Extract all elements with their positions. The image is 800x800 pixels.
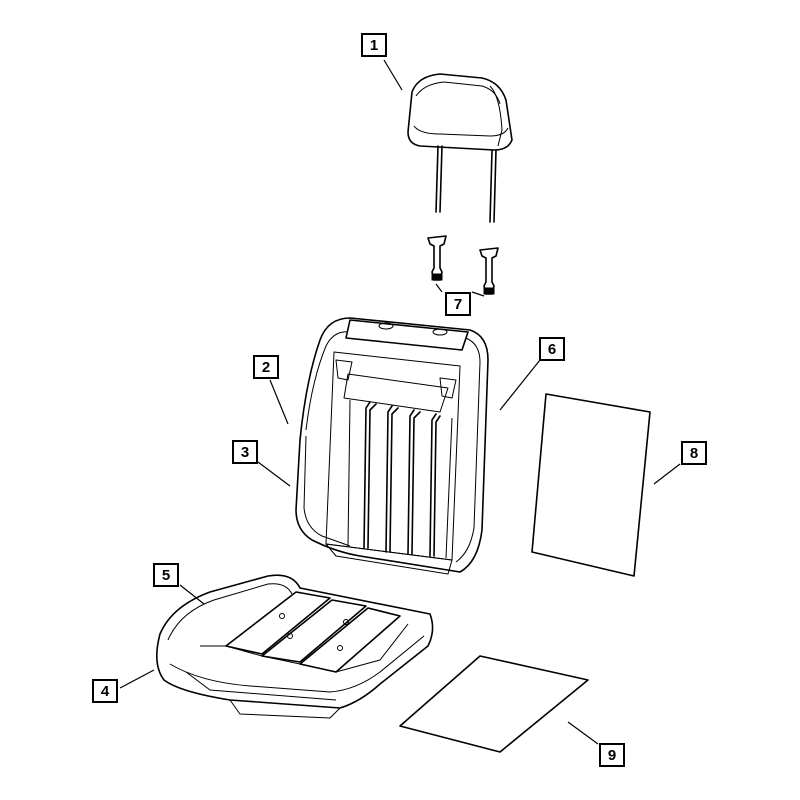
callout-4: 4 bbox=[92, 679, 118, 703]
seat-cushion bbox=[156, 574, 434, 719]
heater-pad-cushion bbox=[399, 655, 589, 753]
callout-6: 6 bbox=[539, 337, 565, 361]
leader-lines bbox=[119, 59, 681, 745]
callout-7: 7 bbox=[445, 292, 471, 316]
headrest bbox=[407, 73, 513, 223]
headrest-guides bbox=[427, 235, 499, 295]
heater-pad-back bbox=[531, 393, 651, 577]
callout-8: 8 bbox=[681, 441, 707, 465]
callout-5: 5 bbox=[153, 563, 179, 587]
callout-3: 3 bbox=[232, 440, 258, 464]
callout-9: 9 bbox=[599, 743, 625, 767]
callout-2: 2 bbox=[253, 355, 279, 379]
seat-back bbox=[295, 317, 489, 575]
callout-1: 1 bbox=[361, 33, 387, 57]
